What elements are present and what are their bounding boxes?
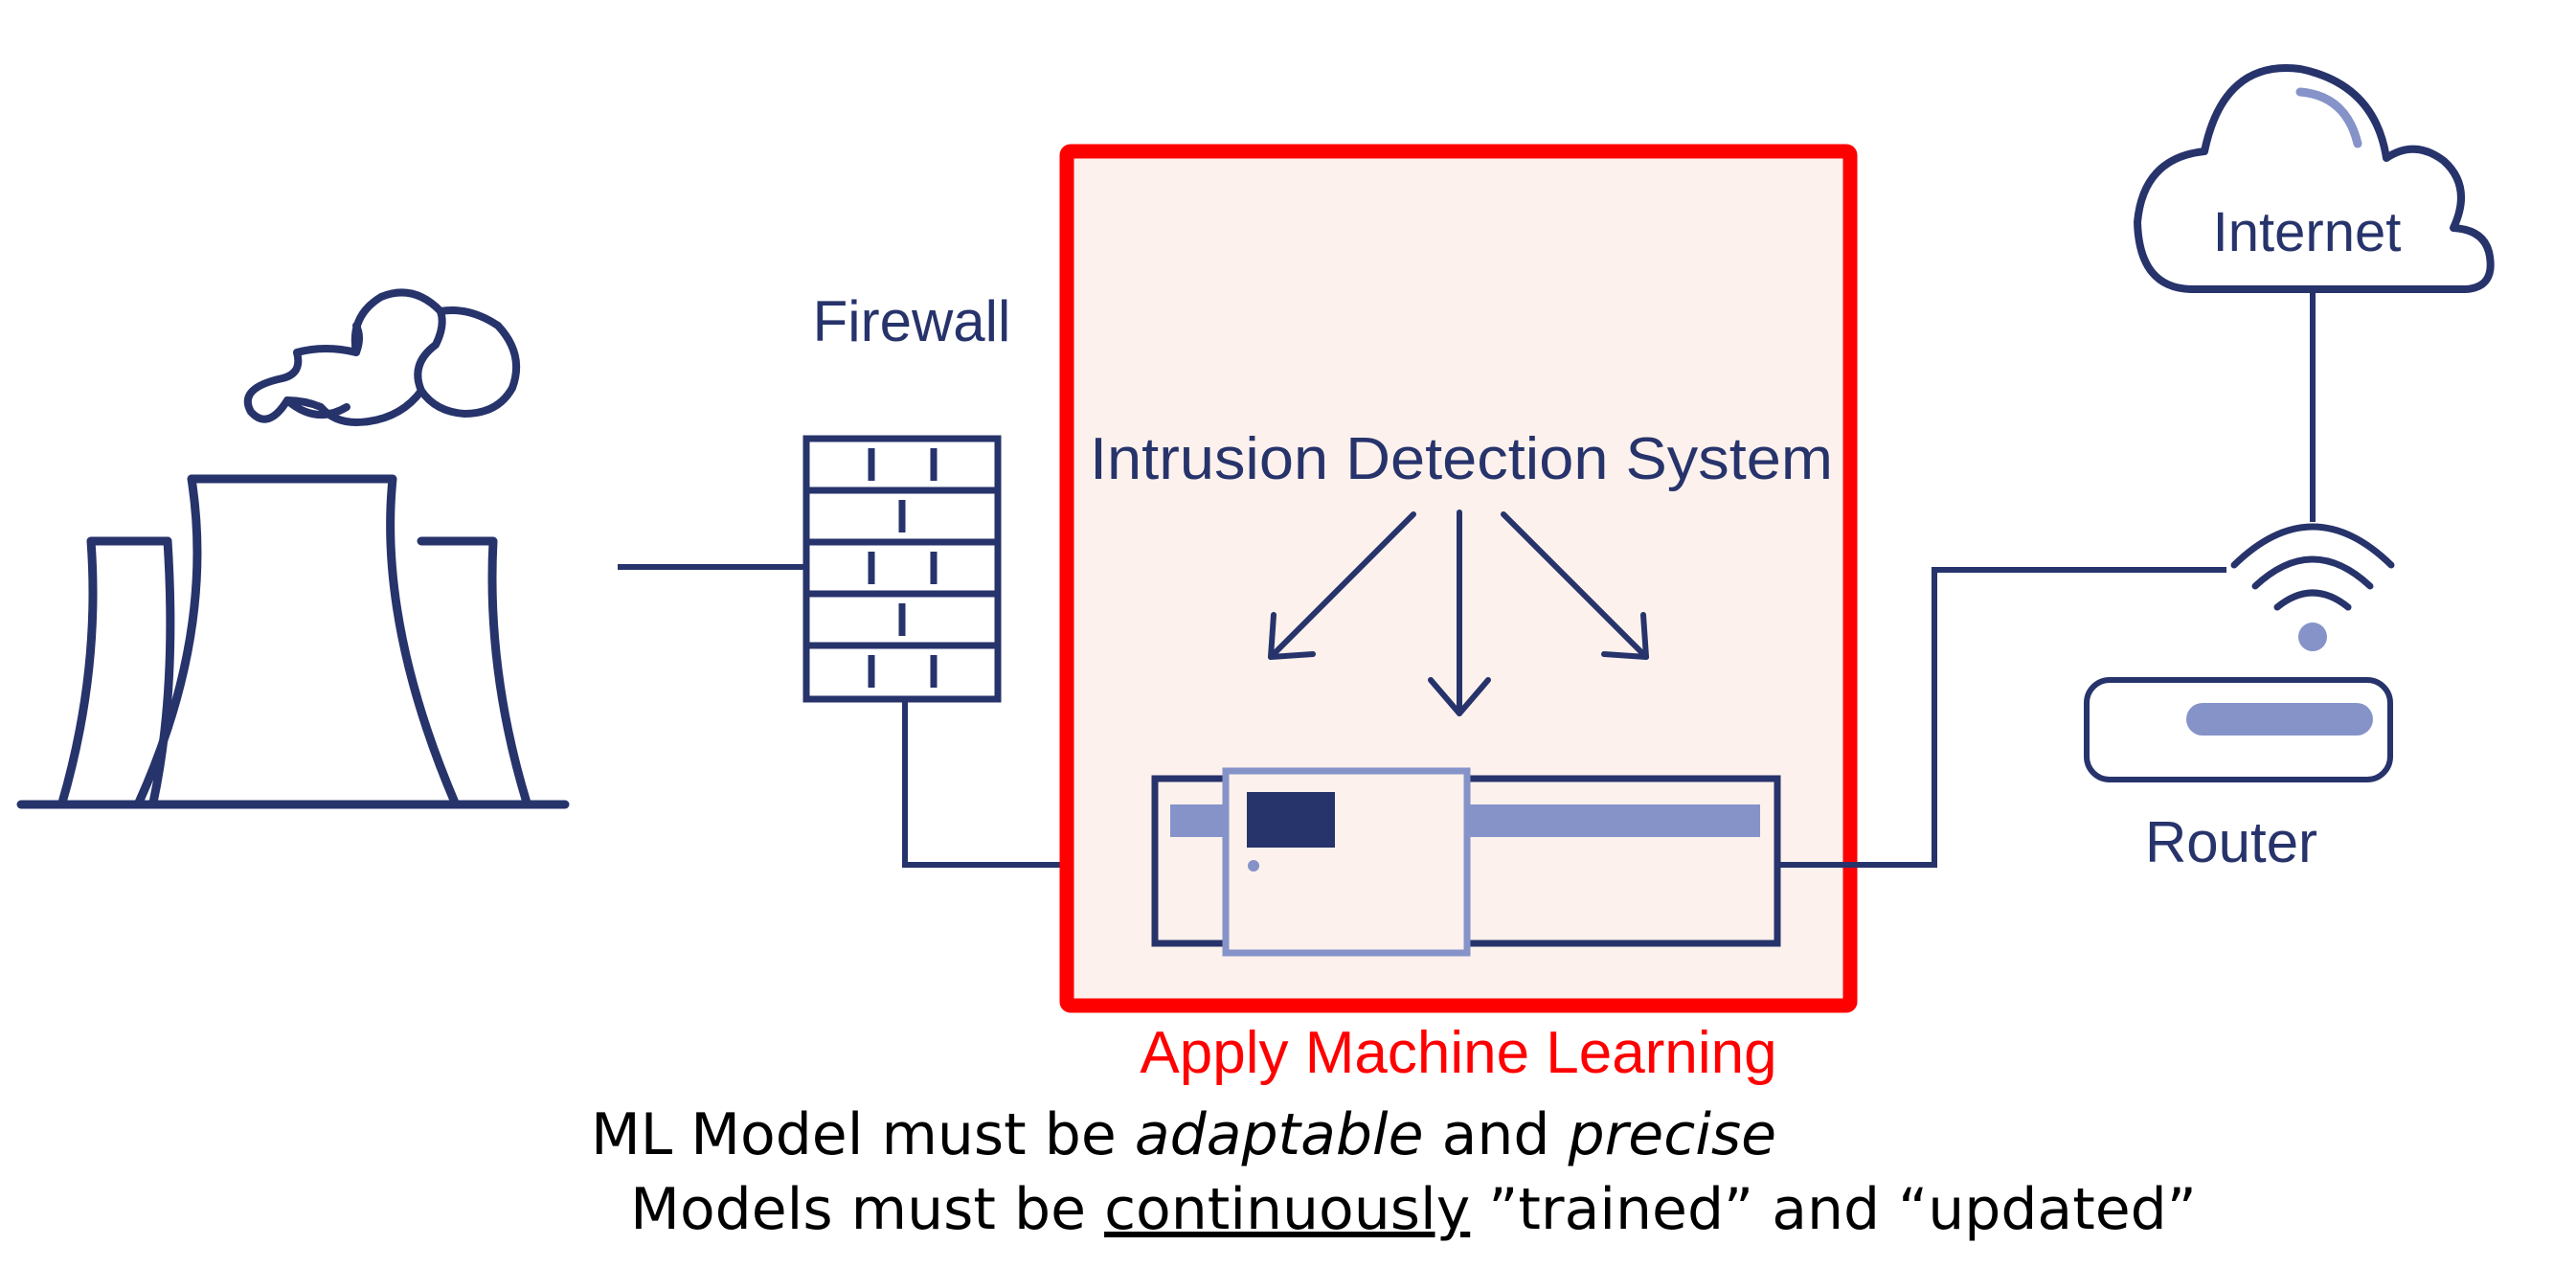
- router-icon: [2084, 677, 2393, 782]
- notes-line-2-c: ”trained” and “updated”: [1470, 1176, 2197, 1243]
- arrow-left: [1268, 511, 1416, 660]
- notes-line-1-precise: precise: [1568, 1101, 1777, 1168]
- apply-ml-label: Apply Machine Learning: [1140, 1020, 1776, 1086]
- cloud-icon: [2134, 64, 2495, 293]
- power-plant-icon: [16, 288, 570, 809]
- ids-title: Intrusion Detection System: [1090, 426, 1833, 492]
- internet-label: Internet: [2213, 201, 2402, 263]
- notes-line-1-c: and: [1424, 1101, 1569, 1168]
- notes-line-2: Models must be continuously ”trained” an…: [630, 1176, 2197, 1243]
- server-router-link: [1777, 567, 2226, 868]
- notes-line-2-a: Models must be: [630, 1176, 1104, 1243]
- router-label: Router: [2145, 810, 2317, 874]
- firewall-label: Firewall: [813, 289, 1011, 353]
- wifi-dot: [2298, 623, 2327, 651]
- notes-line-2-continuously: continuously: [1104, 1176, 1470, 1243]
- notes-line-1: ML Model must be adaptable and precise: [591, 1101, 1776, 1168]
- notes-line-1-adaptable: adaptable: [1135, 1101, 1424, 1168]
- arrow-right: [1501, 511, 1649, 660]
- server-icon: [1151, 767, 1781, 957]
- ids-arrows: [1268, 509, 1649, 716]
- firewall-icon: [802, 435, 1002, 703]
- notes-line-1-a: ML Model must be: [591, 1101, 1135, 1168]
- wifi-icon: [2230, 523, 2395, 611]
